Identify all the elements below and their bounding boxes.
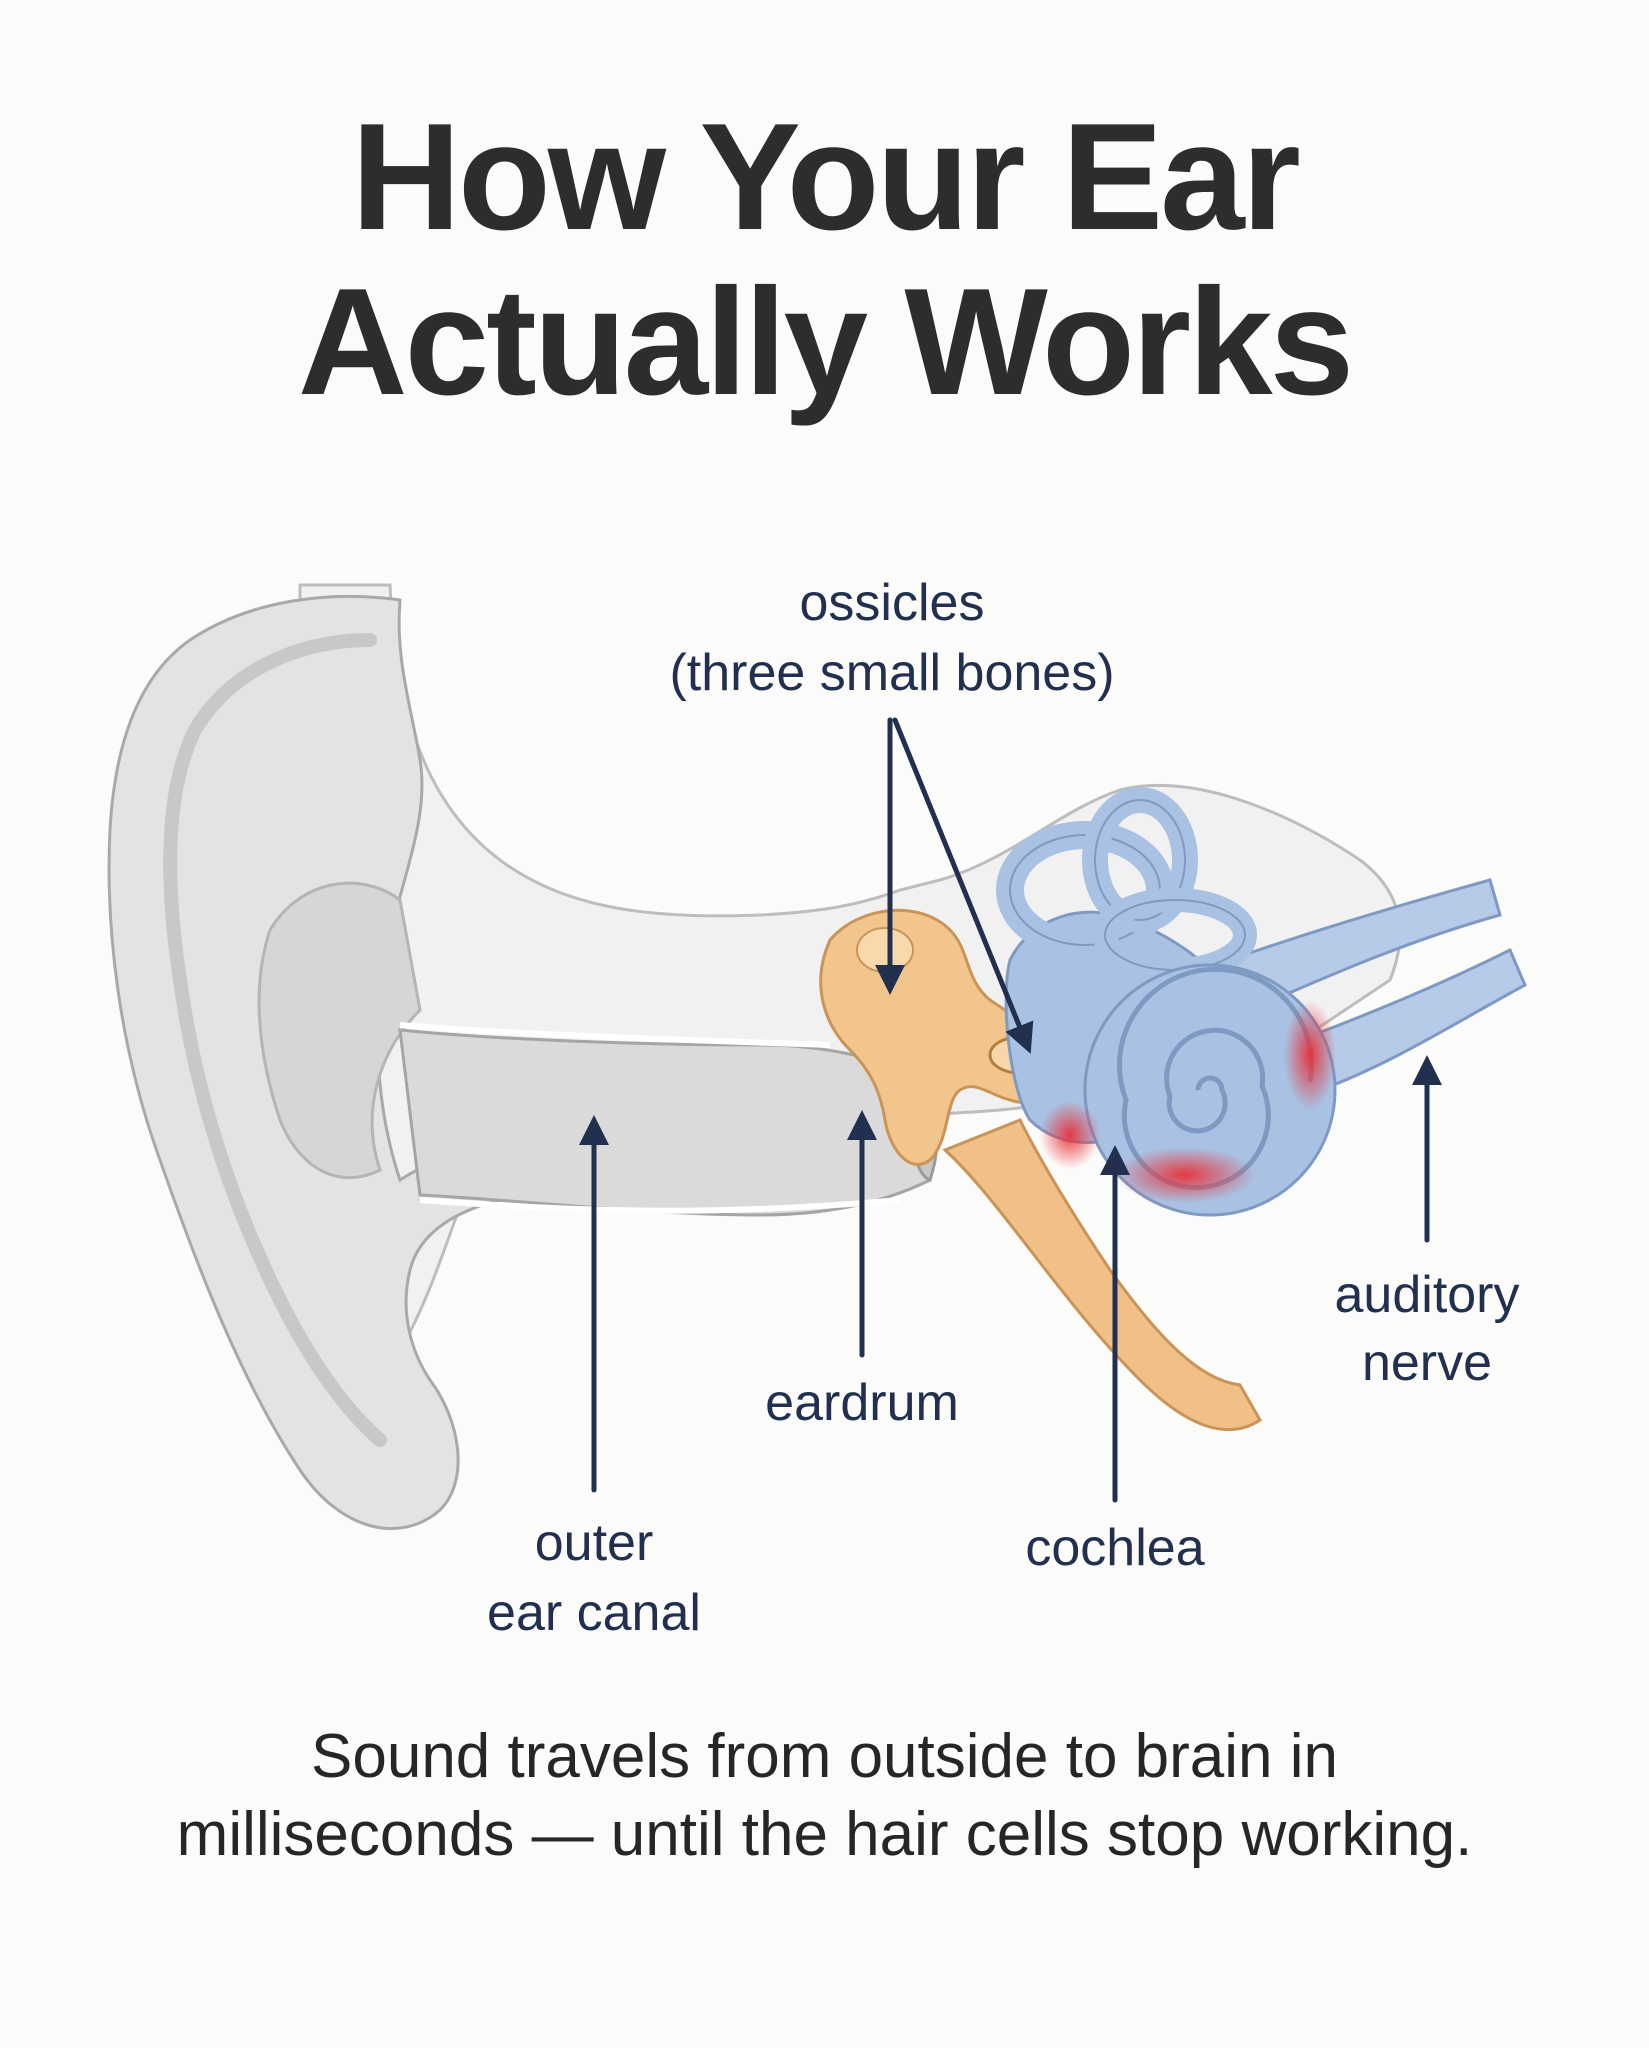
ossicles-arrow-2 (892, 717, 1034, 1054)
auditory-nerve-sublabel: nerve (1362, 1334, 1492, 1392)
auditory-nerve-lower-shape (1298, 947, 1527, 1092)
auditory-nerve-upper-shape (1228, 878, 1502, 1012)
outer-canal-sublabel: ear canal (487, 1584, 701, 1642)
ear-canal-lining (419, 1197, 901, 1214)
diagram-labels: ossicles (three small bones) eardrum out… (487, 574, 1519, 1642)
damage-highlight (1284, 1000, 1336, 1110)
inner-ear-illustration (996, 787, 1527, 1217)
cochlea-spiral (1117, 966, 1314, 1190)
caption-line-2: milliseconds — until the hair cells stop… (176, 1800, 1473, 1869)
title-line-1: How Your Ear (351, 92, 1301, 262)
damage-highlight (1115, 1147, 1255, 1203)
eustachian-tube-shape (942, 1118, 1262, 1432)
semicircular-canal-shape (1094, 799, 1186, 921)
cochlea-label: cochlea (1025, 1519, 1204, 1577)
title-line-2: Actually Works (297, 257, 1354, 427)
outer-canal-label: outer (535, 1514, 654, 1572)
page-title: How Your Ear Actually Works (0, 95, 1649, 425)
auditory-nerve-label: auditory (1335, 1266, 1520, 1324)
malleus-head-shape (856, 927, 914, 973)
ossicles-sublabel: (three small bones) (669, 644, 1114, 702)
helix-fold-shape (163, 633, 387, 1447)
ear-canal-shape (398, 1028, 932, 1217)
pointer-arrows (579, 717, 1442, 1503)
damage-highlight (1040, 1101, 1100, 1169)
eardrum-label: eardrum (765, 1374, 959, 1432)
ear-canal-lining (399, 1022, 831, 1048)
caption-line-1: Sound travels from outside to brain in (311, 1722, 1338, 1791)
caption: Sound travels from outside to brain in m… (0, 1718, 1649, 1874)
concha-shape (257, 881, 422, 1180)
ossicles-label: ossicles (800, 574, 985, 632)
